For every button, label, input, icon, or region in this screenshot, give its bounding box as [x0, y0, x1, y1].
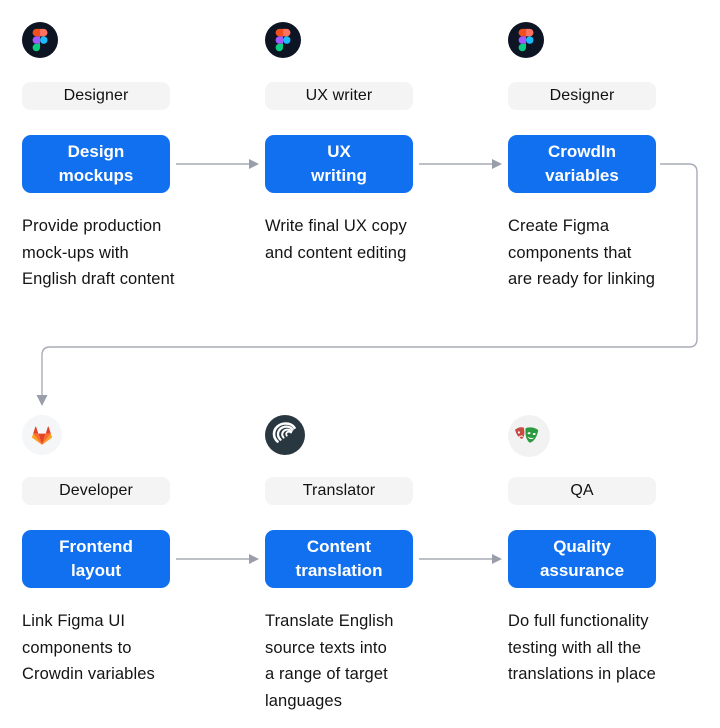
role-pill: Designer — [508, 82, 656, 110]
arrow-translation-to-qa — [419, 554, 502, 564]
role-pill: Designer — [22, 82, 170, 110]
role-pill: Translator — [265, 477, 413, 505]
step-description: Do full functionality testing with all t… — [508, 612, 656, 684]
step-button-crowdin-variables[interactable]: CrowdIn variables — [508, 135, 656, 193]
role-pill: QA — [508, 477, 656, 505]
playwright-icon — [508, 415, 550, 457]
crowdin-icon — [265, 415, 305, 455]
arrow-frontend-to-translation — [176, 554, 259, 564]
step-description: Create Figma components that are ready f… — [508, 217, 656, 289]
arrow-ux-to-crowdin — [419, 159, 502, 169]
arrow-design-to-ux — [176, 159, 259, 169]
step-description: Provide production mock-ups with English… — [22, 217, 175, 289]
step-description: Translate English source texts into a ra… — [265, 612, 394, 710]
step-button-frontend-layout[interactable]: Frontend layout — [22, 530, 170, 588]
role-label: Designer — [63, 87, 129, 104]
role-label: UX writer — [305, 87, 373, 104]
figma-icon — [22, 22, 58, 58]
role-label: QA — [570, 482, 594, 499]
role-pill: Developer — [22, 477, 170, 505]
step-button-design-mockups[interactable]: Design mockups — [22, 135, 170, 193]
step-description: Link Figma UI components to Crowdin vari… — [22, 612, 155, 684]
role-label: Designer — [549, 87, 615, 104]
step-button-ux-writing[interactable]: UX writing — [265, 135, 413, 193]
role-label: Developer — [59, 482, 133, 499]
figma-icon — [265, 22, 301, 58]
step-button-quality-assurance[interactable]: Quality assurance — [508, 530, 656, 588]
step-button-content-translation[interactable]: Content translation — [265, 530, 413, 588]
figma-icon — [508, 22, 544, 58]
step-description: Write final UX copy and content editing — [265, 217, 407, 262]
gitlab-icon — [22, 415, 62, 455]
role-label: Translator — [302, 482, 376, 499]
role-pill: UX writer — [265, 82, 413, 110]
